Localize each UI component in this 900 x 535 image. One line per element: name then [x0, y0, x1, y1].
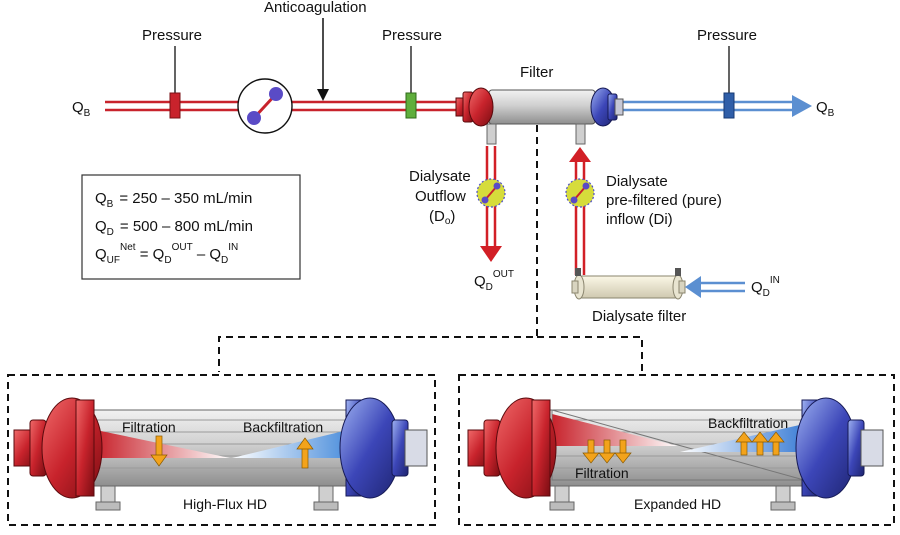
- expanded-filter-icon: [467, 397, 884, 511]
- expanded-backfiltration-arrows-icon: [735, 431, 785, 456]
- dashed-connector-right: [537, 336, 643, 372]
- panel-expanded: [458, 374, 895, 526]
- pressure-label-2: Pressure: [382, 27, 442, 44]
- pressure-sensor-blue: [723, 92, 735, 119]
- main-filter-icon: [455, 87, 624, 145]
- dialysate-inflow-label-2: pre-filtered (pure): [606, 192, 722, 209]
- qb-left-label: QB: [72, 99, 91, 119]
- formula-box: [81, 174, 301, 280]
- backfiltration-arrow-up-icon: [296, 437, 314, 469]
- formula-quf: QUFNet = QDOUT – QDIN: [95, 242, 238, 266]
- pressure-label-3: Pressure: [697, 27, 757, 44]
- ex-backfiltration-label: Backfiltration: [708, 415, 788, 431]
- dialysate-outflow-label-1: Dialysate: [409, 168, 471, 185]
- ex-filtration-label: Filtration: [575, 465, 629, 481]
- dialysate-inflow-line: [569, 147, 591, 275]
- filter-label: Filter: [520, 64, 553, 81]
- blood-line-venous: [615, 95, 812, 117]
- qd-in-label: QDIN: [751, 275, 780, 299]
- outflow-valve-icon: [476, 178, 506, 208]
- blood-pump-icon: [237, 78, 293, 134]
- dialysate-filter-icon: [571, 268, 686, 300]
- formula-qd: QD= 500 – 800 mL/min: [95, 218, 253, 238]
- expanded-filtration-arrows-icon: [582, 439, 632, 464]
- inflow-valve-icon: [565, 178, 595, 208]
- anticoagulation-label: Anticoagulation: [264, 0, 367, 16]
- formula-qb: QB= 250 – 350 mL/min: [95, 190, 252, 210]
- pressure-sensor-green: [405, 92, 417, 119]
- pressure-sensor-red: [169, 92, 181, 119]
- inflow-arrow-head: [569, 147, 591, 162]
- dialysate-outflow-label-3: (Do): [429, 208, 455, 227]
- high-flux-filter-icon: [13, 397, 428, 511]
- qb-right-label: QB: [816, 99, 835, 119]
- dialysate-outflow-label-2: Outflow: [415, 188, 466, 205]
- hf-backfiltration-label: Backfiltration: [243, 419, 323, 435]
- hf-filtration-label: Filtration: [122, 419, 176, 435]
- dialysate-inflow-label-3: inflow (Di): [606, 211, 673, 228]
- dialysate-inflow-label-1: Dialysate: [606, 173, 668, 190]
- outflow-arrow-head: [480, 246, 502, 262]
- pressure-label-1: Pressure: [142, 27, 202, 44]
- dialysate-filter-label: Dialysate filter: [592, 308, 686, 325]
- venous-arrow-head: [792, 95, 812, 117]
- ex-title: Expanded HD: [634, 496, 721, 512]
- qd-out-label: QDOUT: [474, 269, 514, 293]
- qd-in-arrow-head: [685, 276, 701, 298]
- qd-in-line: [685, 276, 745, 298]
- filtration-arrow-down-icon: [150, 435, 168, 467]
- hf-title: High-Flux HD: [183, 496, 267, 512]
